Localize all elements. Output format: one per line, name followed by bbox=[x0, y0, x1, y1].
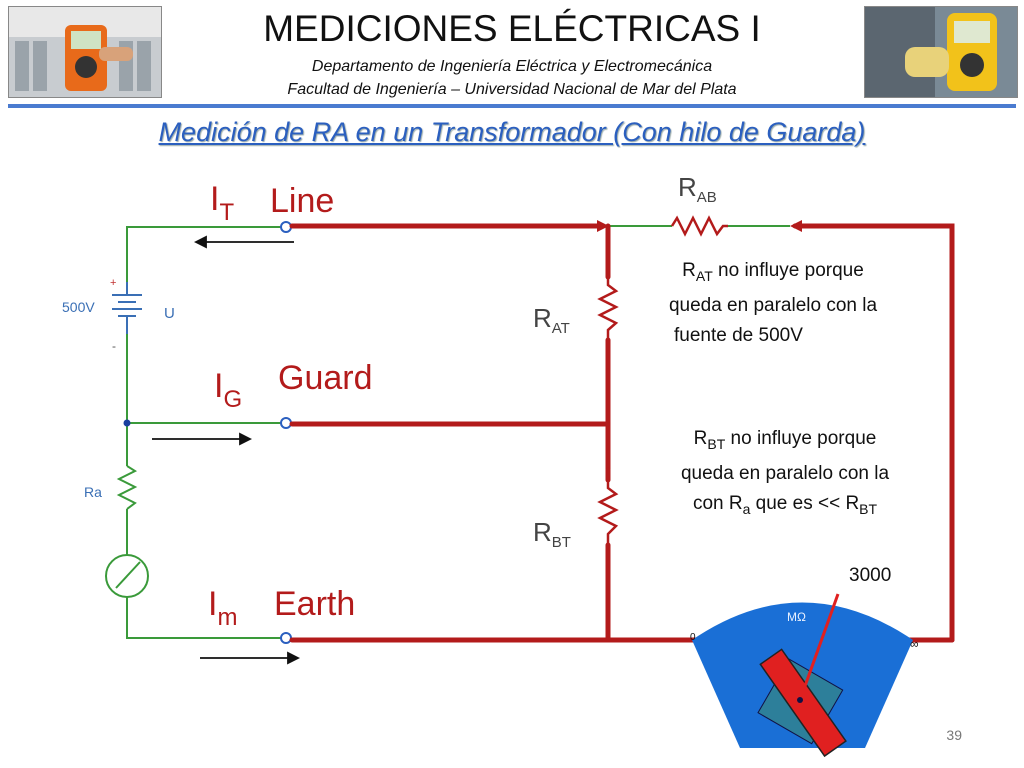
earth-terminal bbox=[280, 632, 292, 644]
source-voltage-label: 500V bbox=[62, 299, 95, 315]
rbt-note: RBT no influye porque queda en paralelo … bbox=[640, 424, 930, 524]
source-u-label: U bbox=[164, 305, 175, 322]
rab-resistor-icon bbox=[670, 215, 728, 237]
rbt-note-line3: con Ra que es << RBT bbox=[692, 492, 878, 517]
slide-heading: Medición de RA en un Transformador (Con … bbox=[158, 117, 866, 147]
rat-resistor-icon bbox=[597, 277, 619, 340]
line-arrowhead bbox=[597, 220, 609, 232]
current-it-label: IT bbox=[210, 180, 234, 226]
green-wiring bbox=[126, 225, 790, 639]
meter-needle bbox=[798, 593, 840, 701]
current-im-label: Im bbox=[208, 585, 237, 631]
multimeter-photo-right bbox=[864, 6, 1018, 98]
line-label: Line bbox=[270, 182, 334, 220]
rab-label: RAB bbox=[678, 172, 717, 206]
page-number: 39 bbox=[946, 727, 962, 743]
current-arrows bbox=[152, 235, 301, 665]
rat-label: RAT bbox=[533, 303, 570, 337]
current-ig-label: IG bbox=[214, 367, 242, 413]
department-subtitle: Departamento de Ingeniería Eléctrica y E… bbox=[311, 58, 713, 75]
source-plus: + bbox=[110, 277, 116, 289]
rbt-label: RBT bbox=[533, 517, 571, 551]
meter-scale-infinity: ∞ bbox=[910, 637, 919, 651]
multimeter-photo-left bbox=[8, 6, 162, 98]
earth-label: Earth bbox=[274, 585, 355, 623]
rat-note-line3: fuente de 500V bbox=[674, 324, 803, 346]
rbt-note-line1: RBT no influye porque bbox=[693, 428, 877, 452]
meter-scale-zero: 0 bbox=[690, 632, 696, 643]
battery-icon bbox=[112, 282, 142, 334]
line-terminal bbox=[280, 221, 292, 233]
ra-resistor-icon bbox=[116, 465, 138, 510]
rbt-resistor-icon bbox=[597, 480, 619, 545]
source-minus: - bbox=[112, 339, 116, 353]
ra-label: Ra bbox=[84, 484, 102, 500]
faculty-subtitle: Facultad de Ingeniería – Universidad Nac… bbox=[287, 81, 737, 98]
multimeter-photo-left-art bbox=[9, 7, 161, 97]
header-divider bbox=[8, 104, 1016, 108]
return-arrowhead bbox=[790, 220, 802, 232]
junction-node bbox=[123, 419, 131, 427]
course-title: MEDICIONES ELÉCTRICAS I bbox=[263, 8, 761, 49]
meter-unit: MΩ bbox=[787, 610, 806, 624]
rat-note: RAT no influye porque queda en paralelo … bbox=[628, 256, 918, 351]
meter-scale-max: 3000 bbox=[849, 565, 891, 586]
rbt-note-line2: queda en paralelo con la bbox=[680, 462, 890, 484]
rat-note-line1: RAT no influye porque bbox=[682, 260, 864, 284]
ammeter-icon bbox=[105, 552, 149, 598]
guard-label: Guard bbox=[278, 359, 373, 397]
megohmmeter-icon bbox=[692, 593, 913, 758]
guard-terminal bbox=[280, 417, 292, 429]
rat-note-line2: queda en paralelo con la bbox=[668, 294, 878, 316]
multimeter-photo-right-art bbox=[865, 7, 1017, 97]
